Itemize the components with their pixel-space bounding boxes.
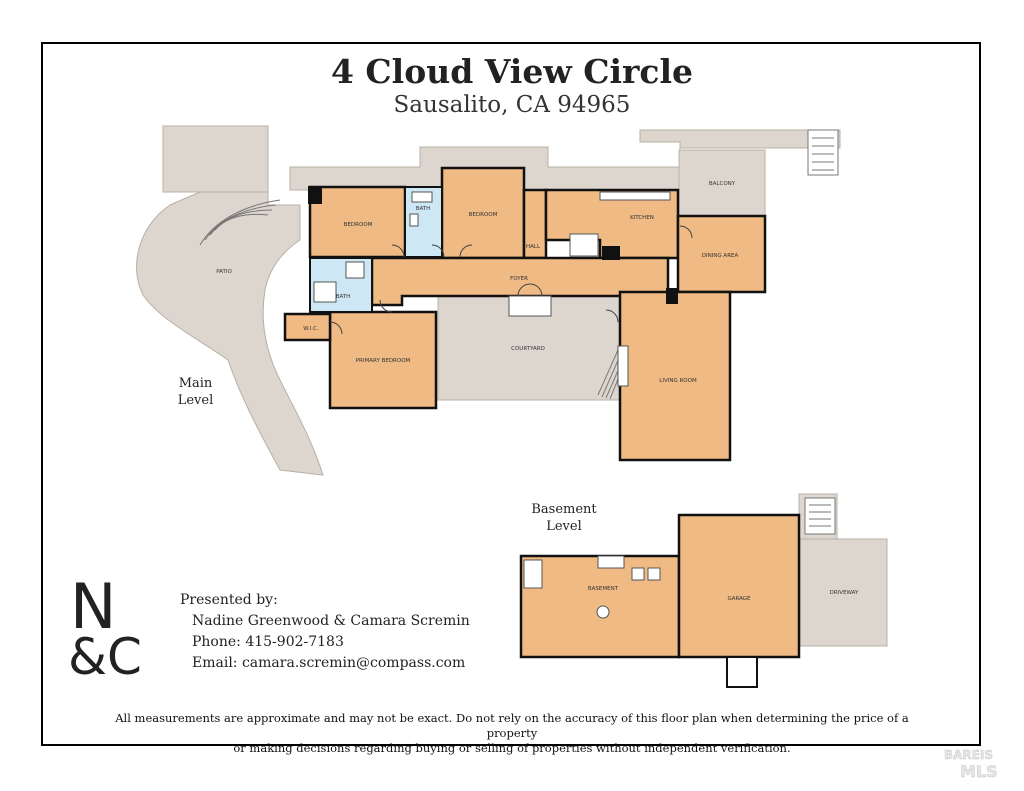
disclaimer-line-2: or making decisions regarding buying or …	[233, 741, 791, 755]
wall-pillar-3	[666, 288, 678, 304]
door-swing	[329, 321, 343, 335]
main-level-line-2: Level	[177, 393, 214, 408]
basement-level-label: Basement Level	[526, 501, 602, 535]
door-swing	[431, 244, 445, 258]
basement-level-line-2: Level	[546, 519, 582, 534]
wic-room	[283, 312, 332, 342]
garage-room	[677, 513, 801, 659]
label-kitchen: KITCHEN	[630, 215, 654, 221]
disclaimer-line-1: All measurements are approximate and may…	[115, 711, 909, 740]
door-swing	[391, 244, 405, 258]
label-garage: GARAGE	[727, 596, 751, 602]
bath-1-sink	[411, 191, 433, 203]
basement-appliance-1	[631, 567, 645, 581]
bedroom-2-room	[440, 166, 526, 260]
basement-stair-treads	[809, 504, 831, 527]
logo-bottom-letters: &C	[68, 628, 142, 680]
agent-names: Nadine Greenwood & Camara Scremin	[192, 613, 470, 629]
basement-level-line-1: Basement	[531, 502, 597, 517]
agent-phone: Phone: 415-902-7183	[192, 634, 344, 650]
brand-logo: N &C	[68, 570, 142, 680]
label-bedroom-1: BEDROOM	[344, 222, 373, 228]
patio-area	[136, 191, 324, 476]
garage-step	[726, 656, 758, 688]
balcony-area	[678, 149, 766, 217]
label-courtyard: COURTYARD	[511, 346, 545, 352]
basement-stair	[804, 497, 836, 535]
property-address: Sausalito, CA 94965	[393, 92, 631, 118]
main-level-line-1: Main	[178, 376, 213, 391]
label-hall: HALL	[526, 244, 541, 250]
label-basement: BASEMENT	[588, 586, 619, 592]
basement-sink	[597, 555, 625, 569]
basement-appliance-2	[647, 567, 661, 581]
fireplace	[617, 345, 629, 387]
door-swing	[529, 283, 543, 297]
patio-steps	[199, 199, 281, 246]
dining-room	[676, 214, 767, 294]
living-room-room	[618, 290, 732, 462]
door-swing	[459, 244, 473, 258]
label-bedroom-2: BEDROOM	[469, 212, 498, 218]
wall-pillar-2	[602, 246, 620, 260]
page-frame	[41, 42, 981, 746]
label-primary-bedroom: PRIMARY BEDROOM	[356, 358, 411, 364]
top-right-stair-treads	[812, 137, 834, 171]
driveway-area	[799, 538, 888, 647]
label-dining: DINING AREA	[702, 253, 739, 259]
basement-drain	[596, 605, 610, 619]
label-patio: PATIO	[216, 269, 232, 275]
label-bath-1: BATH	[416, 206, 431, 212]
label-wic: W.I.C.	[303, 326, 319, 332]
kitchen-counter	[599, 191, 671, 201]
label-living-room: LIVING ROOM	[659, 378, 697, 384]
courtyard-steps	[597, 349, 621, 400]
main-level-label: Main Level	[168, 375, 223, 409]
bath-2-tub	[313, 281, 337, 303]
logo-top-letter: N	[70, 570, 116, 643]
door-swing	[379, 299, 393, 313]
presented-heading: Presented by:	[180, 592, 278, 608]
label-foyer: FOYER	[510, 276, 528, 282]
agent-email: Email: camara.scremin@compass.com	[192, 655, 466, 671]
agent-contact-block: Presented by: Nadine Greenwood & Camara …	[180, 590, 470, 674]
basement-stair-interior	[523, 559, 543, 589]
label-bath-2: BATH	[336, 294, 351, 300]
disclaimer: All measurements are approximate and may…	[90, 711, 934, 756]
door-swing	[679, 225, 693, 239]
primary-bedroom-room	[328, 310, 438, 410]
label-driveway: DRIVEWAY	[830, 590, 859, 596]
wall-pillar-1	[308, 186, 322, 204]
watermark-line-1: BAREIS	[944, 748, 993, 762]
top-right-stair	[807, 129, 839, 176]
property-title: 4 Cloud View Circle	[330, 52, 694, 91]
door-swing	[517, 283, 531, 297]
watermark-line-2: MLS	[960, 762, 998, 781]
upper-deck	[162, 125, 269, 193]
bath-1-toilet	[409, 213, 419, 227]
mls-watermark: BAREIS MLS	[944, 748, 998, 781]
courtyard-bench	[508, 295, 552, 317]
bath-2-shower	[345, 261, 365, 279]
door-swing	[605, 309, 619, 323]
kitchen-island	[569, 233, 599, 257]
label-balcony: BALCONY	[709, 181, 736, 187]
